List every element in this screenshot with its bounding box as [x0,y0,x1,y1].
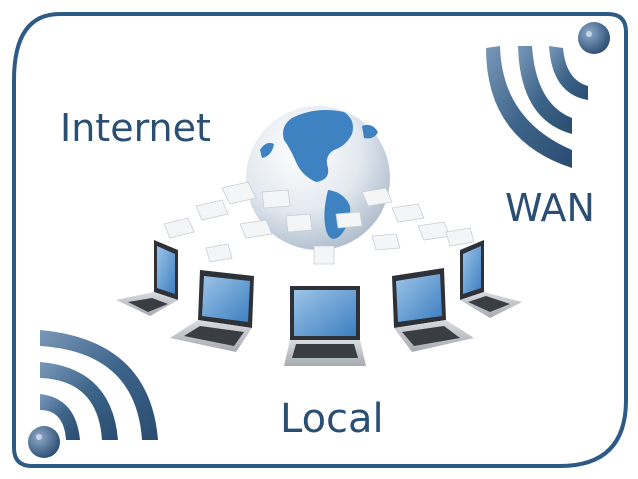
paper-sheet-icon [285,213,313,233]
paper-sheet-icon [195,199,229,221]
paper-sheet-icon [371,233,401,251]
wifi-signal-icon-bottom-left [28,330,158,458]
paper-sheet-icon [205,243,233,263]
laptop-left [170,270,254,352]
laptop-right [392,268,474,352]
paper-sheets [163,181,475,265]
paper-sheet-icon [163,217,195,239]
laptop-far-left [116,240,178,316]
paper-sheet-icon [221,181,257,205]
frame-border [12,12,628,468]
paper-sheet-icon [239,219,273,239]
paper-sheet-icon [261,189,291,209]
paper-sheet-icon [335,211,363,229]
label-wan: WAN [505,186,595,230]
label-local: Local [280,396,384,442]
paper-sheet-icon [445,227,475,247]
wifi-signal-icon-top-right [486,22,610,168]
paper-sheet-icon [391,203,425,223]
laptop-far-right [460,240,522,318]
paper-sheet-icon [313,245,335,265]
paper-sheet-icon [417,221,451,241]
label-internet: Internet [60,106,211,150]
laptop-center [284,286,366,366]
paper-sheet-icon [361,187,393,207]
